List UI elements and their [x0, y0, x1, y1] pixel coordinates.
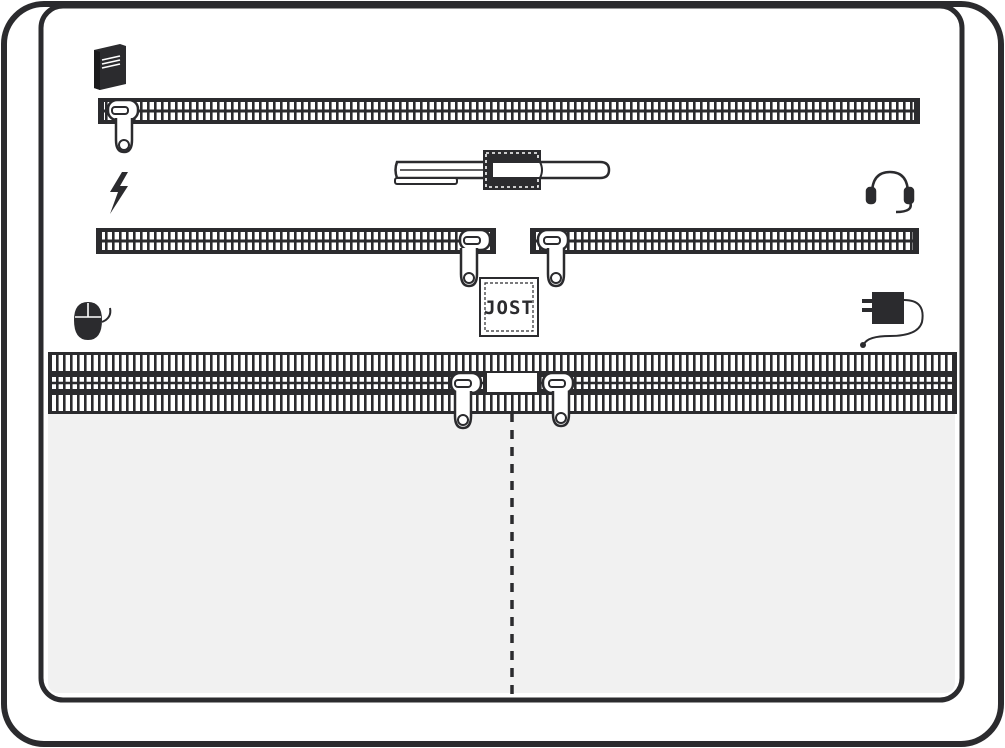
bottom-right-zipper-pull[interactable] [541, 371, 575, 428]
bottom-center-zipper [48, 371, 957, 395]
top-zipper [98, 98, 920, 124]
middle-right-zipper-pull[interactable] [536, 228, 570, 288]
bottom-lower-zipper [48, 392, 957, 414]
headphones-icon [865, 170, 915, 214]
power-adapter-icon [860, 292, 924, 348]
mouse-icon [74, 302, 112, 340]
middle-right-zipper [530, 228, 919, 254]
notebook-icon [94, 44, 126, 90]
middle-left-zipper [96, 228, 496, 254]
zipper-gap [485, 371, 539, 395]
lightning-icon [110, 172, 128, 214]
bottom-pocket [48, 410, 955, 693]
bottom-upper-zipper [48, 352, 957, 374]
pen-holder-icon [483, 150, 543, 190]
middle-left-zipper-pull[interactable] [458, 228, 492, 288]
top-zipper-pull[interactable] [106, 98, 140, 154]
bottom-left-zipper-pull[interactable] [449, 371, 483, 430]
brand-label: JOST [479, 277, 539, 337]
brand-label-text: JOST [484, 297, 534, 319]
